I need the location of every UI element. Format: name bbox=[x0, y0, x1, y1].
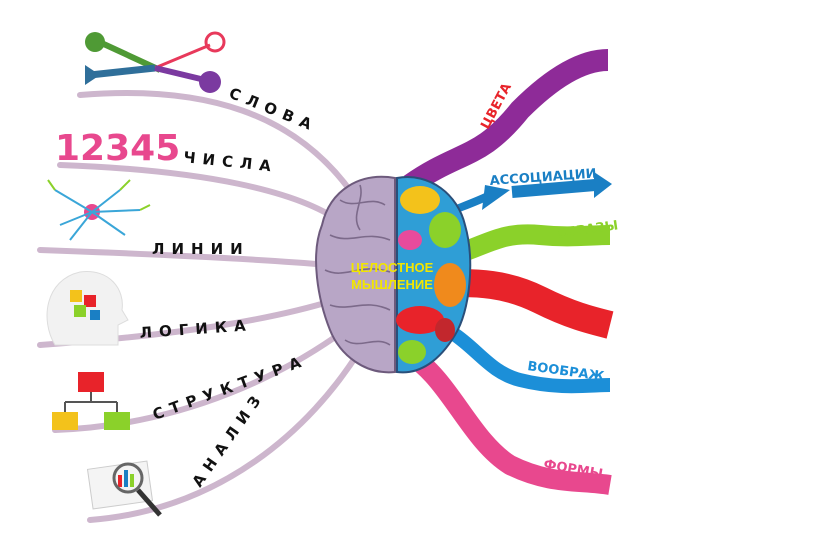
label-struktura: СТРУКТУРА bbox=[150, 351, 310, 424]
label-linii: ЛИНИИ bbox=[152, 240, 250, 258]
center-label-line1: ЦЕЛОСТНОЕ bbox=[351, 260, 434, 275]
head-puzzle-icon bbox=[46, 271, 129, 346]
branch-formy bbox=[404, 346, 612, 495]
branch-cveta bbox=[403, 49, 609, 195]
numbers-icon: 12345 bbox=[55, 128, 180, 169]
brain-right-colors bbox=[396, 186, 466, 364]
brain: ЦЕЛОСТНОЕ МЫШЛЕНИЕ bbox=[315, 175, 472, 374]
label-chisla: ЧИСЛА bbox=[183, 148, 279, 176]
numbers-icon-text: 12345 bbox=[55, 128, 180, 169]
center-label-line2: МЫШЛЕНИЕ bbox=[351, 277, 433, 292]
label-associacii: АССОЦИАЦИИ bbox=[489, 167, 597, 189]
mindmap-icon bbox=[47, 179, 151, 241]
branch-analiz bbox=[87, 347, 363, 523]
branch-slova bbox=[77, 90, 363, 208]
branch-linii bbox=[37, 247, 333, 268]
magnifier-chart-icon bbox=[86, 460, 162, 517]
brain-left-hemisphere bbox=[315, 175, 396, 374]
arrow-associacii bbox=[482, 185, 510, 210]
arrow-associacii-2 bbox=[594, 172, 612, 198]
bar-associacii bbox=[511, 179, 596, 198]
structure-icon bbox=[52, 372, 130, 430]
brain-left-folds bbox=[324, 184, 391, 346]
branch-chisla bbox=[57, 162, 348, 228]
label-logika: ЛОГИКА bbox=[139, 316, 253, 342]
keys-icon bbox=[85, 31, 226, 93]
